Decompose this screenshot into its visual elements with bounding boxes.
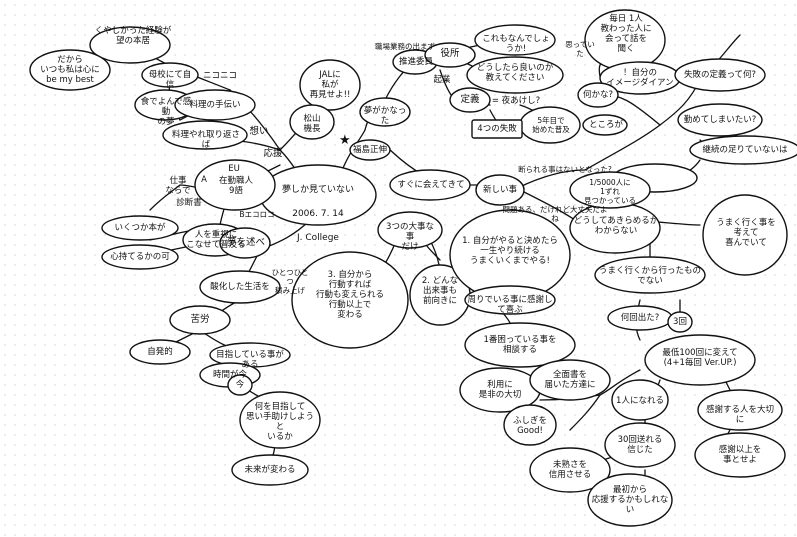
node-kokusai: 在勤職人 9語	[218, 176, 253, 196]
node-shokumu: 職場業務の出まず	[375, 42, 435, 51]
node-umaku: うまく行く事を 考えて 喜んでいて	[716, 218, 776, 248]
node-atarashii: 新しい事	[482, 185, 517, 195]
node-kimari: すぐに会えてきて	[397, 180, 465, 190]
node-hitotsuhitsu: ひとつひとつ 積み上げ	[271, 268, 309, 295]
node-oukou: 応援	[263, 148, 283, 159]
node-eu: EU	[228, 164, 240, 174]
node-keizoku: 継続の足りていないは	[702, 145, 788, 155]
node-mittsu-c: 3. 自分から 行動すれば 行動も変えられる 行動以上で 変わる	[315, 270, 384, 320]
node-eq: = 夜あけし?	[491, 96, 541, 106]
node-a: A	[201, 175, 207, 185]
node-fushigi: ふしぎを Good!	[512, 416, 547, 436]
node-yume-kanau: 夢がかなった	[363, 106, 407, 126]
node-mawari: 周りでいる事に感謝して喜ぶ	[467, 295, 553, 315]
node-fukushima: 福島正伸	[352, 145, 387, 155]
node-tokoroga: ところが	[588, 120, 623, 130]
node-kansha: 感謝する人を大切に	[705, 405, 774, 425]
node-omotte: 思っていた	[565, 40, 595, 58]
node-mijuku: 未熟さを 信用させる	[548, 460, 592, 480]
node-ichiban: 1番困っている事を 相談する	[483, 335, 557, 355]
node-saitei: 最低100回に変えて (4+1毎回 Ver.UP.)	[662, 348, 738, 368]
node-yume: 夢を述べ	[226, 237, 265, 248]
node-umaku2: うまく行くから行ったもの でない	[598, 266, 701, 286]
node-nanika: 何かな?	[582, 90, 613, 100]
node-kansha2: 感謝以上を 事とせよ	[718, 445, 762, 465]
node-ikkyu: 5年目で 始めた普及	[532, 116, 570, 134]
node-bokou: 母校にて自信	[148, 70, 192, 90]
node-nihongo: ニコニコ	[202, 71, 237, 81]
node-doshite: どうしてあきらめるか わからない	[573, 216, 659, 236]
node-outlines	[29, 9, 797, 527]
node-susume: 勤めてしまいたい?	[683, 115, 757, 125]
node-riyou: 利用に 是非の大切	[478, 380, 522, 400]
node-mirai: 未来が変わる	[244, 465, 296, 475]
node-kurou: 苦労	[190, 314, 210, 325]
node-yotsu: 4つの失敗	[477, 124, 517, 134]
node-matsuyama: 松山 機長	[303, 114, 321, 134]
node-shigoto: 仕事 ならで	[165, 176, 191, 196]
node-jibun: ！自分の イメージダイアン	[606, 68, 674, 88]
box-yotsu	[471, 119, 523, 139]
node-mokuhyou: 目指している事がある	[216, 350, 284, 370]
node-mittsu: 3つの大事な事 だけ	[386, 222, 434, 252]
node-hitori: 1人になれる	[616, 396, 664, 406]
node-mittsu-b: 2. どんな 出来事も 前向きに	[421, 276, 459, 306]
node-dakara: だから いつも私は心に be my best	[40, 55, 100, 85]
node-sankai: 3回	[673, 317, 687, 327]
node-yakusho: 役所	[440, 48, 460, 59]
node-kobanashi: 断られる事はないとなった?	[518, 165, 612, 174]
node-jal: JALに 私が 再見せよ!!	[309, 70, 351, 100]
node-nani: 何を目指して 思い手助けしようと いるか	[245, 402, 314, 442]
node-koremo: これもなんでしょうか!	[482, 34, 550, 54]
node-jiken: 自発的	[147, 347, 173, 357]
node-mittsu-a: 1. 自分がやると決めたら 一生やり続ける うまくいくまでやる!	[462, 236, 558, 266]
center-place: J. College	[297, 233, 339, 243]
node-teigi: 定義	[460, 94, 480, 105]
node-saisho: 最初から 応援するかもしれない	[591, 485, 669, 515]
node-shippai-teigi: 失敗の定義って何?	[683, 70, 757, 80]
node-ryouri: 料理の手伝い	[189, 100, 241, 110]
node-ima: 今	[235, 380, 245, 390]
node-omoi: 想い	[249, 126, 269, 137]
node-jikan: 時間が今	[212, 370, 247, 380]
node-mondai: 問題ある、だけれど大丈夫だよね	[502, 205, 608, 223]
node-mai-nichi: 毎日 1人 教わった人に 会って話を 聞く	[600, 14, 652, 54]
node-itsumo: いくつか本が	[114, 223, 166, 233]
node-kuyashi: くやしかった経験が 望の本居	[94, 26, 172, 46]
node-kokoro: 心持てるかの可	[110, 252, 170, 262]
node-gosen: 1/5000人に 1ずれ 見つかっている	[583, 178, 637, 205]
center-node: 夢しか見ていない 2006. 7. 14 J. College	[268, 172, 368, 256]
node-ryourijou: 料理やれ取り返さば	[171, 130, 240, 150]
node-suishin: 推進委員	[398, 57, 433, 67]
node-sanjuu: 30回送れる 信じた	[617, 435, 663, 455]
center-date: 2006. 7. 14	[292, 209, 344, 219]
node-sakunyuu: 食でよんで感動 の夢	[140, 97, 192, 127]
node-zenkai: 全面書を 届いた方達に	[544, 370, 596, 390]
center-title: 夢しか見ていない	[281, 185, 354, 195]
node-shindan: 診断書	[176, 198, 202, 208]
star-icon: ★	[339, 133, 351, 148]
node-hito: 人を重視に こなせて普及る	[186, 230, 246, 250]
node-nankai: 何回出た?	[620, 313, 660, 323]
node-doushitara: どうしたら良いのか 教えてください	[476, 63, 554, 83]
node-seikatsu: 酸化した生活を	[210, 282, 270, 292]
node-kigyou: 起業	[433, 75, 451, 85]
node-ecorecolo: Bエコロコ	[239, 210, 275, 219]
